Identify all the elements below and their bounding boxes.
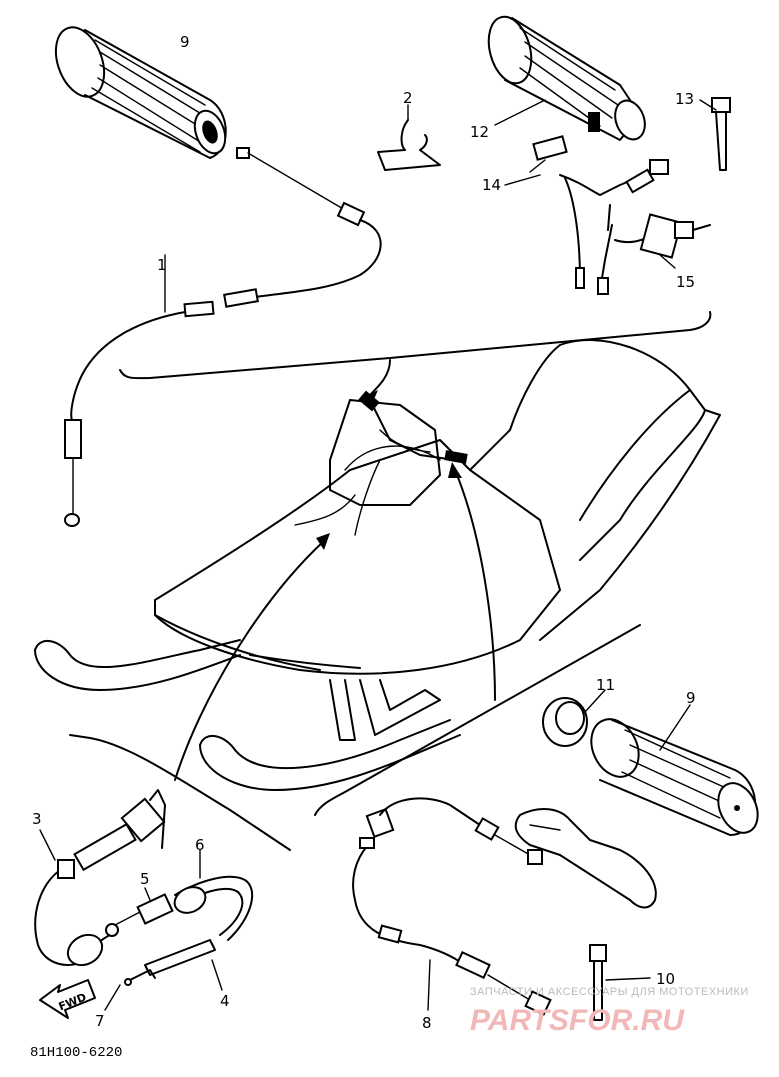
callout-6: 6: [195, 836, 205, 854]
callout-8: 8: [422, 1014, 432, 1032]
callout-4: 4: [220, 992, 230, 1010]
grip-part-12: [487, 15, 646, 141]
cable-part-8: [352, 797, 552, 1016]
cable-tie-part-13: [699, 97, 731, 171]
grip-part-9-right: [590, 704, 759, 836]
callout-12: 12: [470, 123, 489, 141]
watermark-line2: PARTSFOR.RU: [470, 1004, 685, 1037]
callout-labels: 1 2 3 4 5 6 7 8 9 9 10 11 12 13 14 15: [32, 33, 696, 1032]
watermark-line1: ЗАПЧАСТИ И АКСЕССУАРЫ ДЛЯ МОТОТЕХНИКИ: [470, 986, 749, 998]
callout-1: 1: [157, 256, 167, 274]
callout-11: 11: [596, 676, 615, 694]
callout-9b: 9: [686, 689, 696, 707]
wire-part-7: [104, 969, 156, 1011]
choke-plunger-part-5: [105, 887, 174, 937]
callout-15: 15: [676, 273, 695, 291]
holder-part-6: [173, 849, 254, 941]
diagram-code: 81H100-6220: [30, 1045, 122, 1061]
callout-14: 14: [482, 176, 501, 194]
clip-part-2: [377, 104, 441, 171]
collar-part-11: [542, 689, 606, 747]
cable-part-1: [64, 147, 382, 527]
harness-part-14: [504, 135, 669, 295]
grip-part-9-left: [54, 26, 227, 159]
choke-cable-part-3: [34, 789, 166, 967]
cable-tie-part-10: [589, 944, 651, 1021]
brake-lever: [514, 808, 657, 909]
callout-3: 3: [32, 810, 42, 828]
callout-10: 10: [656, 970, 675, 988]
snowmobile-body: [34, 339, 721, 791]
fwd-arrow-icon: FWD: [39, 979, 96, 1019]
callout-2: 2: [403, 89, 413, 107]
cable-part-4: [144, 939, 223, 991]
callout-13: 13: [675, 90, 694, 108]
callout-5: 5: [140, 870, 150, 888]
switch-part-15: [639, 213, 711, 269]
section-dividers: [69, 311, 712, 851]
callout-9a: 9: [180, 33, 190, 51]
callout-7: 7: [95, 1012, 105, 1030]
